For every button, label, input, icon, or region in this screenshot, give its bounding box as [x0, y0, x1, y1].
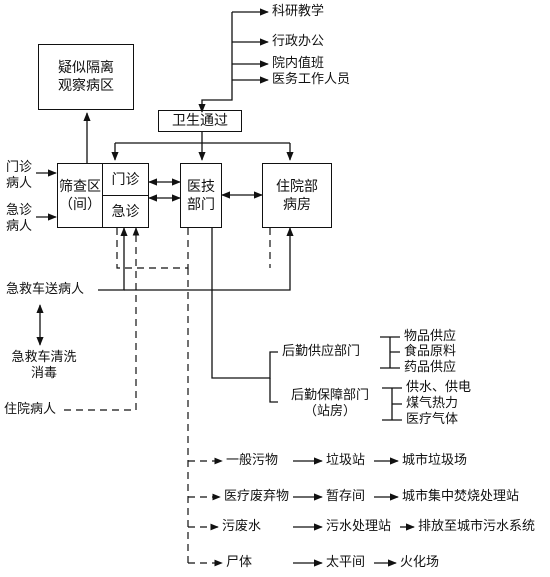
- top-list-research: 科研教学: [272, 4, 325, 19]
- outpatient-label: 门诊: [111, 171, 140, 188]
- emergency-label: 急诊: [111, 203, 140, 220]
- inpatient-ward-box: 住院部 病房: [262, 163, 332, 228]
- waste-medical-mid: 暂存间: [326, 489, 366, 504]
- supply-item-goods: 物品供应: [404, 329, 457, 344]
- supply-item-food: 食品原料: [404, 344, 457, 359]
- screening-line-1: 筛查区: [59, 178, 101, 195]
- medical-tech-line-2: 部门: [187, 196, 215, 213]
- support-item-water-power: 供水、供电: [406, 380, 472, 395]
- outpatient-box: 门诊: [102, 163, 149, 196]
- supply-item-drugs: 药品供应: [404, 360, 457, 375]
- isolation-line-1: 疑似隔离: [58, 60, 114, 76]
- waste-sewage-source: 污废水: [222, 519, 262, 534]
- health-passage-box: 卫生通过: [158, 110, 242, 132]
- emergency-box: 急诊: [102, 195, 149, 228]
- suspected-isolation-box: 疑似隔离 观察病区: [38, 44, 134, 110]
- logistics-supply-label: 后勤供应部门: [282, 344, 361, 359]
- waste-corpse-mid: 太平间: [326, 555, 366, 570]
- waste-medical-source: 医疗废弃物: [224, 489, 290, 504]
- waste-sewage-dest: 排放至城市污水系统: [418, 519, 536, 534]
- emergency-patients-label: 急诊 病人: [6, 203, 33, 234]
- waste-corpse-source: 尸体: [226, 555, 253, 570]
- supply-bracket: [380, 336, 400, 369]
- screening-box: 筛查区 （间）: [57, 163, 103, 228]
- top-list-duty: 院内值班: [272, 56, 325, 71]
- ambulance-route: [98, 227, 128, 291]
- staff-link-trunk: [198, 12, 233, 113]
- top-list-admin: 行政办公: [272, 34, 325, 49]
- support-bracket: [382, 387, 402, 421]
- logistics-trunk: [211, 228, 278, 379]
- ward-line-1: 住院部: [276, 178, 318, 195]
- support-item-gas-heat: 煤气热力: [406, 396, 459, 411]
- waste-general-dest: 城市垃圾场: [402, 453, 468, 468]
- outpatient-patients-label: 门诊 病人: [6, 160, 33, 191]
- logistics-support-label: 后勤保障部门 （站房）: [290, 388, 369, 419]
- top-list-medical-staff: 医务工作人员: [272, 72, 351, 87]
- ambulance-main-line: [124, 227, 294, 291]
- support-item-medical-gas: 医疗气体: [406, 412, 459, 427]
- inpatients-label: 住院病人: [4, 402, 57, 417]
- isolation-line-2: 观察病区: [58, 78, 114, 94]
- waste-general-mid: 垃圾站: [326, 453, 366, 468]
- waste-sewage-mid: 污水处理站: [326, 519, 392, 534]
- logistics-support-link: [269, 378, 278, 403]
- waste-corpse-dest: 火化场: [400, 555, 440, 570]
- ward-line-2: 病房: [283, 196, 311, 213]
- screening-line-2: （间）: [59, 196, 101, 213]
- ambulance-cleaning-label: 急救车清洗 消毒: [11, 350, 77, 381]
- health-passage-label: 卫生通过: [172, 113, 228, 129]
- waste-medical-dest: 城市集中焚烧处理站: [402, 489, 520, 504]
- waste-outpatient-dash: [116, 228, 189, 269]
- waste-general-source: 一般污物: [226, 453, 279, 468]
- ambulance-patients-label: 急救车送病人: [6, 282, 85, 297]
- medical-tech-line-1: 医技: [187, 178, 215, 195]
- inpatient-route: [64, 227, 140, 411]
- medical-tech-box: 医技 部门: [180, 163, 222, 228]
